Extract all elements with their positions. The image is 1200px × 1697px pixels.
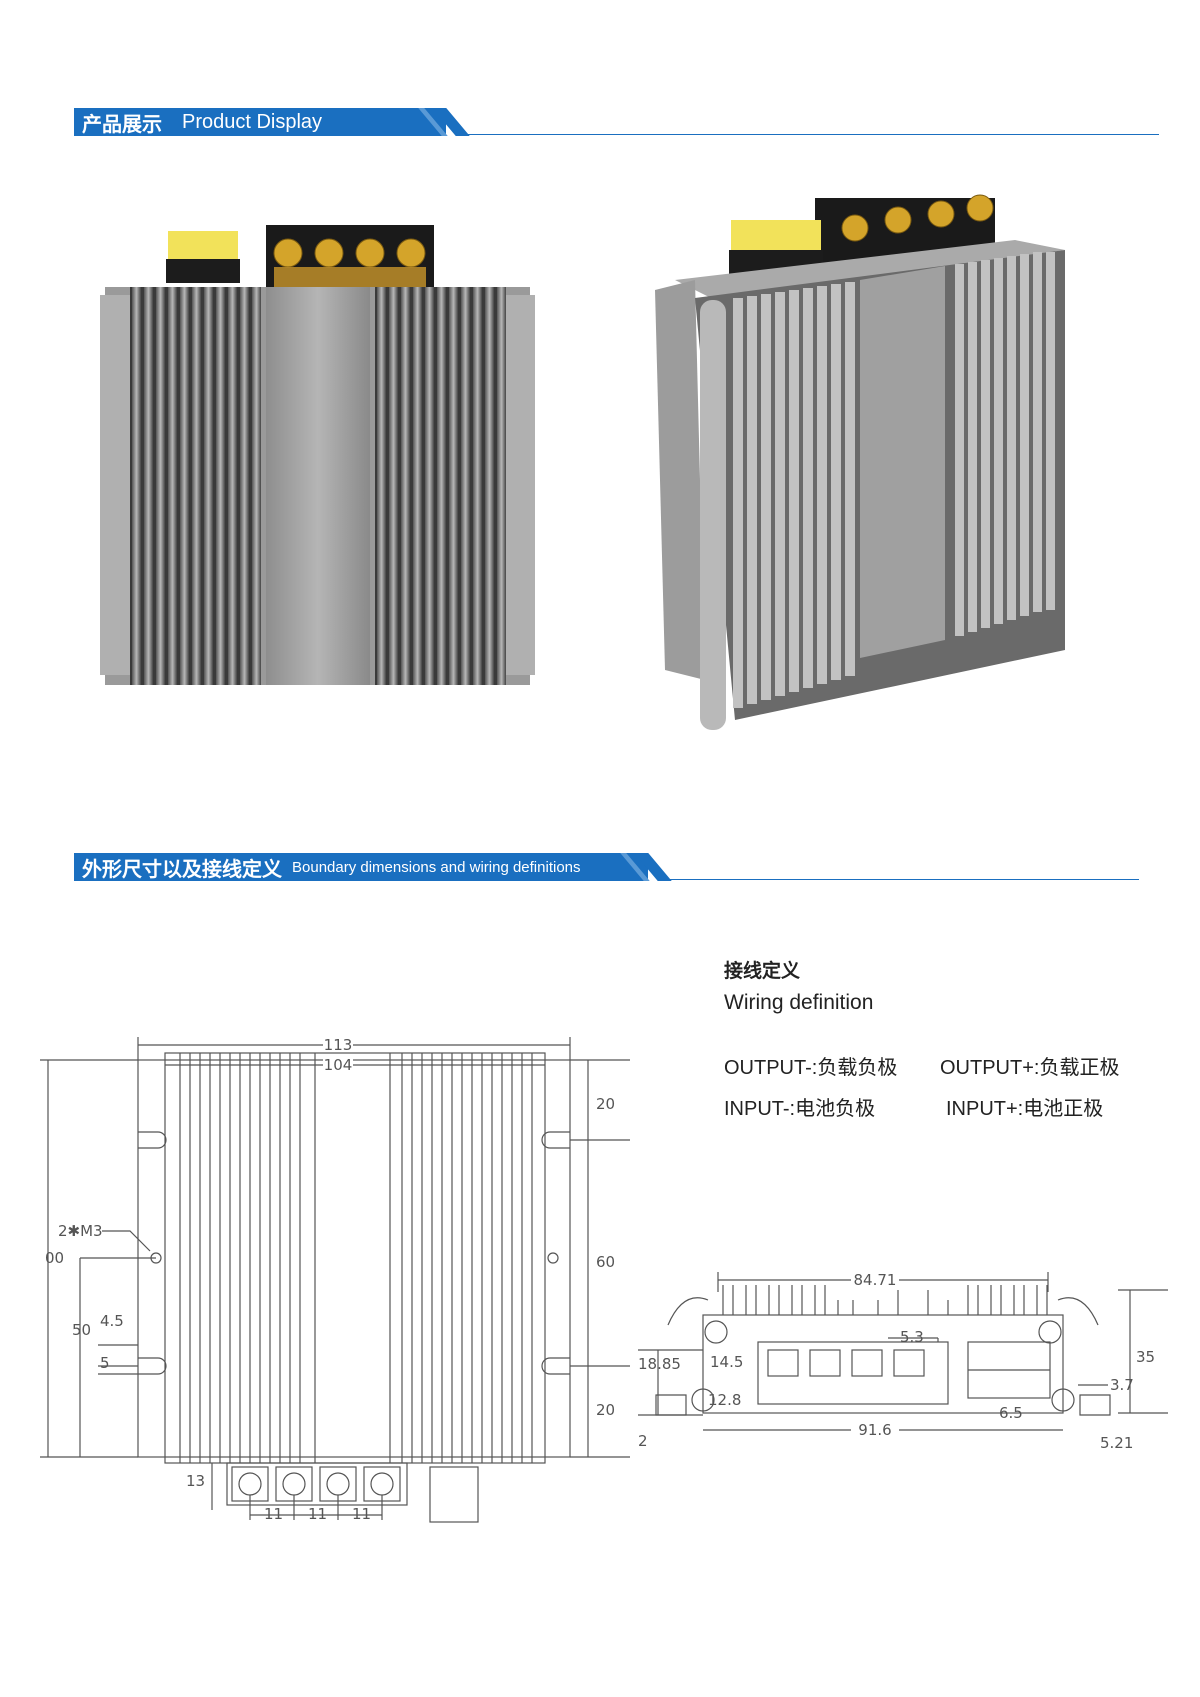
wiring-title-en: Wiring definition <box>724 991 874 1014</box>
section-banner-product-display: 产品展示 Product Display <box>74 108 1159 148</box>
section-tab: 外形尺寸以及接线定义 Boundary dimensions and wirin… <box>74 853 648 881</box>
wiring-output-minus: OUTPUT-:负载负极 <box>724 1057 898 1079</box>
dim-11-a: 11 <box>264 1505 283 1523</box>
dim-50: 50 <box>72 1321 91 1339</box>
dim-5: 5 <box>100 1354 110 1372</box>
dim-11-c: 11 <box>352 1505 371 1523</box>
product-photo-angled <box>655 194 1065 730</box>
banner-rule <box>466 134 1159 135</box>
dim-5-21: 5.21 <box>1100 1434 1133 1452</box>
section-title-cn: 产品展示 <box>82 111 162 136</box>
dim-13: 13 <box>186 1472 205 1490</box>
product-photo-front <box>100 225 535 685</box>
dim-104: 104 <box>324 1056 353 1074</box>
dim-2: 2 <box>638 1432 648 1450</box>
front-dimension-drawing: 113 104 20 60 20 2✱M3 00 50 4.5 5 13 11 … <box>40 1036 630 1523</box>
dim-6-5: 6.5 <box>999 1404 1023 1422</box>
wiring-output-plus: OUTPUT+:负载正极 <box>940 1057 1120 1079</box>
wiring-input-plus: INPUT+:电池正极 <box>946 1098 1104 1120</box>
dim-20-bottom: 20 <box>596 1401 615 1419</box>
dim-20-top: 20 <box>596 1095 615 1113</box>
dim-91-6: 91.6 <box>858 1421 891 1439</box>
section-title-cn: 外形尺寸以及接线定义 <box>82 856 282 881</box>
wiring-input-minus: INPUT-:电池负极 <box>724 1098 876 1120</box>
dim-18-85: 18.85 <box>638 1355 681 1373</box>
dim-60: 60 <box>596 1253 615 1271</box>
side-dimension-drawing: 84.71 5.3 18.85 14.5 12.8 6.5 2 91.6 5.2… <box>638 1271 1168 1452</box>
banner-rule <box>668 879 1139 880</box>
dim-14-5: 14.5 <box>710 1353 743 1371</box>
dim-113: 113 <box>324 1036 353 1054</box>
dim-3-7: 3.7 <box>1110 1376 1134 1394</box>
section-tab: 产品展示 Product Display <box>74 108 446 136</box>
dim-12-8: 12.8 <box>708 1391 741 1409</box>
dim-5-3: 5.3 <box>900 1328 924 1346</box>
wiring-title-cn: 接线定义 <box>724 960 801 982</box>
section-title-en: Product Display <box>182 110 323 133</box>
dim-11-b: 11 <box>308 1505 327 1523</box>
dim-35: 35 <box>1136 1348 1155 1366</box>
dim-00: 00 <box>45 1249 64 1267</box>
dim-84-71: 84.71 <box>854 1271 897 1289</box>
dim-4-5: 4.5 <box>100 1312 124 1330</box>
section-title-en: Boundary dimensions and wiring definitio… <box>292 858 581 876</box>
dim-m3: 2✱M3 <box>58 1222 103 1240</box>
section-banner-dimensions: 外形尺寸以及接线定义 Boundary dimensions and wirin… <box>74 853 1139 893</box>
wiring-definition: 接线定义 Wiring definition OUTPUT-:负载负极 OUTP… <box>724 956 1154 1121</box>
